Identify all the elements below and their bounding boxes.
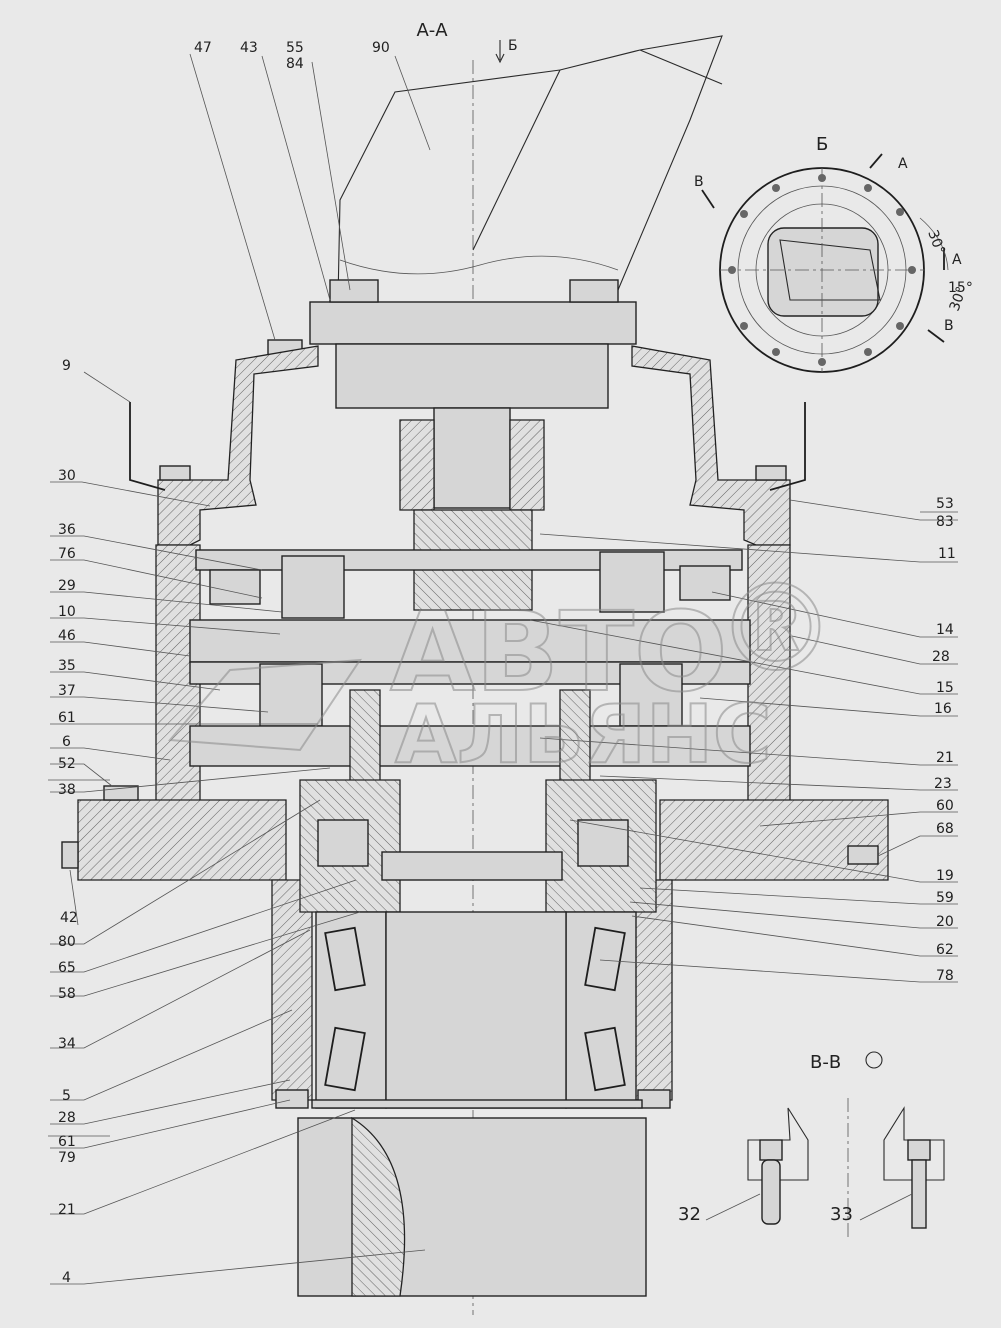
callout-label-55: 55 — [286, 40, 304, 56]
callout-label-21: 21 — [936, 750, 954, 766]
callout-label-11: 11 — [938, 546, 956, 562]
callout-label-А: А — [952, 252, 962, 268]
upper-adapter — [335, 343, 609, 409]
nut-61 — [275, 1089, 309, 1109]
lower-flange-right — [659, 799, 889, 881]
callout-label-10: 10 — [58, 604, 76, 620]
bolt-42 — [61, 841, 79, 869]
callout-label-В: В — [694, 174, 704, 190]
callout-label-34: 34 — [58, 1036, 76, 1052]
callout-label-15: 15 — [936, 680, 954, 696]
detail-view-vv: В-В 32 33 — [678, 1051, 945, 1240]
callout-label-84: 84 — [286, 56, 304, 72]
callout-label-52: 52 — [58, 756, 76, 772]
callout-label-46: 46 — [58, 628, 76, 644]
callout-label-АЛЬЯНС: АЛЬЯНС — [395, 688, 772, 781]
boom-part-90 — [337, 35, 723, 301]
callout-label-83: 83 — [936, 514, 954, 530]
callout-label-28: 28 — [58, 1110, 76, 1126]
detail-view-b: Б А А В В 30° 15° 30° — [694, 134, 973, 373]
callout-label-: ® — [716, 560, 836, 699]
callout-label-36: 36 — [58, 522, 76, 538]
bolt-head-left — [329, 279, 379, 303]
callout-label-5: 5 — [62, 1088, 71, 1104]
bolt-left-top — [159, 465, 191, 481]
body-left-wall — [155, 544, 201, 833]
callout-label-АВТО: АВТО — [390, 588, 728, 716]
callout-label-59: 59 — [936, 890, 954, 906]
top-flange — [309, 301, 637, 345]
planet-stage-2 — [189, 661, 751, 801]
callout-label-29: 29 — [58, 578, 76, 594]
callout-label-61: 61 — [58, 1134, 76, 1150]
callout-label-30: 30° — [924, 228, 948, 257]
section-title: А-А — [416, 20, 448, 41]
callout-label-61: 61 — [58, 710, 76, 726]
callout-label-32: 32 — [678, 1204, 701, 1225]
callout-label-47: 47 — [194, 40, 212, 56]
callout-label-4: 4 — [62, 1270, 71, 1286]
callout-label-35: 35 — [58, 658, 76, 674]
callout-label-Б: Б — [508, 38, 518, 54]
lower-housing-left — [271, 879, 313, 1101]
planet-stage-1 — [189, 549, 751, 663]
callout-label-19: 19 — [936, 868, 954, 884]
nut-right-bottom — [637, 1089, 671, 1109]
callout-label-37: 37 — [58, 683, 76, 699]
callout-label-68: 68 — [936, 821, 954, 837]
seal-ring — [381, 851, 563, 881]
callout-label-90: 90 — [372, 40, 390, 56]
callout-label-42: 42 — [60, 910, 78, 926]
lower-housing-right — [633, 879, 673, 1101]
view-arrow-b: Б — [495, 38, 518, 64]
callout-label-14: 14 — [936, 622, 954, 638]
callout-label-16: 16 — [934, 701, 952, 717]
output-shaft-sleeve — [385, 911, 567, 1109]
bolt-right-top — [755, 465, 787, 481]
callout-label-30: 30 — [58, 468, 76, 484]
callout-label-А: А — [898, 156, 908, 172]
seal-80 — [317, 819, 369, 867]
callout-label-ВВ: В-В — [810, 1052, 841, 1073]
callout-label-53: 53 — [936, 496, 954, 512]
callout-label-80: 80 — [58, 934, 76, 950]
callout-label-65: 65 — [58, 960, 76, 976]
bracket-9-left — [129, 402, 166, 491]
callout-label-21: 21 — [58, 1202, 76, 1218]
callout-label-30: 30° — [947, 285, 971, 314]
fitting-68 — [847, 845, 879, 865]
callout-label-58: 58 — [58, 986, 76, 1002]
callout-label-В: В — [944, 318, 954, 334]
callout-label-38: 38 — [58, 782, 76, 798]
callout-label-28: 28 — [932, 649, 950, 665]
callout-label-78: 78 — [936, 968, 954, 984]
callout-label-62: 62 — [936, 942, 954, 958]
input-shaft — [433, 407, 511, 509]
callouts-right — [529, 499, 958, 983]
callout-label-15: 15° — [948, 280, 973, 296]
callout-label-43: 43 — [240, 40, 258, 56]
callout-label-33: 33 — [830, 1204, 853, 1225]
cover-housing — [157, 345, 319, 546]
callout-label-23: 23 — [934, 776, 952, 792]
callout-label-79: 79 — [58, 1150, 76, 1166]
callout-label-Б: Б — [816, 134, 828, 155]
callouts-left — [48, 53, 431, 1285]
callout-label-60: 60 — [936, 798, 954, 814]
callout-label-6: 6 — [62, 734, 71, 750]
watermark: АВТО ® АЛЬЯНС — [167, 559, 837, 782]
bolt-head-right — [569, 279, 619, 303]
callout-label-76: 76 — [58, 546, 76, 562]
callout-label-9: 9 — [62, 358, 71, 374]
seal-19 — [577, 819, 629, 867]
output-pinion-4 — [297, 1116, 647, 1297]
bracket-9-right — [769, 402, 806, 491]
callout-label-20: 20 — [936, 914, 954, 930]
